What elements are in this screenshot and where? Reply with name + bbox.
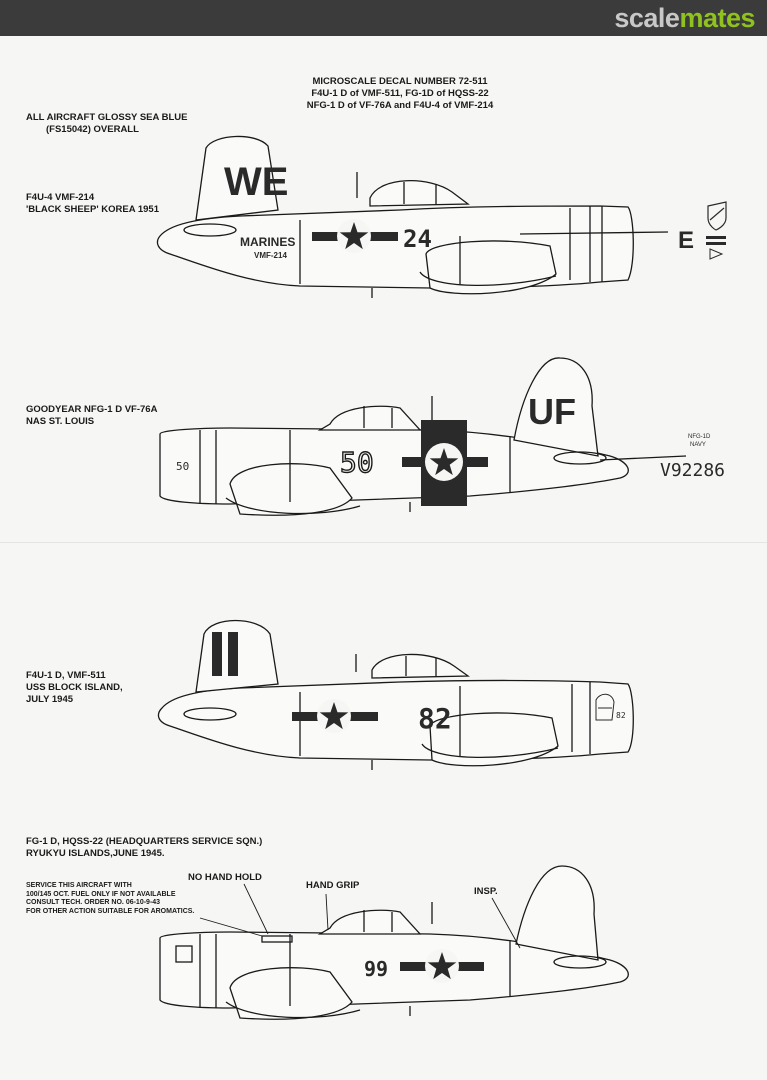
decal-instruction-sheet: MICROSCALE DECAL NUMBER 72-511 F4U-1 D o… [0, 36, 767, 1080]
aircraft1-wing-letter: E [678, 227, 694, 254]
aircraft1-title-line-1: F4U-4 VMF-214 [26, 192, 95, 203]
aircraft3-title-line-1: F4U-1 D, VMF-511 [26, 670, 106, 681]
stencil-line-2: 100/145 OCT. FUEL ONLY IF NOT AVAILABLE [26, 890, 176, 898]
aircraft2-cowl-number: 50 [176, 460, 189, 473]
logo-part-2: mates [679, 3, 755, 33]
general-line-1: ALL AIRCRAFT GLOSSY SEA BLUE [26, 112, 188, 123]
sheet-title: MICROSCALE DECAL NUMBER 72-511 F4U-1 D o… [220, 76, 580, 112]
general-line-2: (FS15042) OVERALL [46, 124, 139, 135]
site-header-bar: scalemates [0, 0, 767, 36]
aircraft2-type-label: NFG-1D [688, 434, 711, 440]
aircraft1-national-insignia [312, 219, 398, 253]
callout-no-hand-hold: NO HAND HOLD [188, 872, 262, 883]
aircraft3-national-insignia [292, 699, 378, 733]
logo-part-1: scale [614, 3, 680, 33]
callout-insp: INSP. [474, 886, 498, 897]
aircraft3-tail-bars [212, 632, 238, 676]
aircraft4-callout-lines [199, 883, 521, 949]
fold-line [0, 542, 767, 543]
callout-hand-grip: HAND GRIP [306, 880, 360, 891]
aircraft2-serial: V92286 [660, 460, 725, 481]
aircraft3-title-line-3: JULY 1945 [26, 694, 74, 705]
aircraft3-title-line-2: USS BLOCK ISLAND, [26, 682, 123, 693]
header-line-2: F4U-1 D of VMF-511, FG-1D of HQSS-22 [311, 88, 489, 99]
aircraft1-title: F4U-4 VMF-214 'BLACK SHEEP' KOREA 1951 [26, 192, 159, 216]
aircraft3-cowl-number: 82 [616, 711, 626, 720]
aircraft2-title-line-2: NAS ST. LOUIS [26, 416, 95, 427]
aircraft4-national-insignia [400, 949, 484, 983]
aircraft2-side-number: 50 [340, 446, 374, 479]
header-line-1: MICROSCALE DECAL NUMBER 72-511 [312, 76, 488, 87]
stencil-line-4: FOR OTHER ACTION SUITABLE FOR AROMATICS. [26, 907, 195, 915]
aircraft4-title-line-2: RYUKYU ISLANDS,JUNE 1945. [26, 848, 165, 859]
aircraft4-title-line-1: FG-1 D, HQSS-22 (HEADQUARTERS SERVICE SQ… [26, 836, 263, 847]
aircraft1-profile [156, 135, 669, 298]
aircraft3-profile [157, 619, 634, 770]
aircraft3-title: F4U-1 D, VMF-511 USS BLOCK ISLAND, JULY … [26, 670, 123, 706]
fuel-stencil-text: SERVICE THIS AIRCRAFT WITH 100/145 OCT. … [26, 882, 194, 916]
stencil-line-3: CONSULT TECH. ORDER NO. 06-10-9-43 [26, 899, 161, 906]
aircraft2-title: GOODYEAR NFG-1 D VF-76A NAS ST. LOUIS [26, 404, 157, 428]
aircraft1-side-number: 24 [403, 225, 432, 253]
aircraft1-title-line-2: 'BLACK SHEEP' KOREA 1951 [26, 204, 159, 215]
aircraft1-marines-label: MARINES [240, 235, 295, 249]
header-line-3: NFG-1 D of VF-76A and F4U-4 of VMF-214 [306, 100, 494, 111]
aircraft3-side-number: 82 [418, 702, 452, 735]
stencil-line-1: SERVICE THIS AIRCRAFT WITH [26, 882, 132, 889]
aircraft4-side-number: 99 [364, 957, 388, 981]
scalemates-logo[interactable]: scalemates [614, 3, 755, 33]
aircraft1-tail-code: WE [224, 160, 288, 204]
aircraft2-national-insignia [402, 420, 488, 506]
general-color-note: ALL AIRCRAFT GLOSSY SEA BLUE (FS15042) O… [26, 112, 188, 136]
aircraft4-title: FG-1 D, HQSS-22 (HEADQUARTERS SERVICE SQ… [26, 836, 262, 860]
aircraft4-profile [159, 865, 629, 1020]
aircraft1-squadron-label: VMF-214 [254, 251, 287, 260]
aircraft2-navy-label: NAVY [690, 442, 706, 448]
aircraft1-wing-stripes [706, 236, 726, 260]
aircraft2-title-line-1: GOODYEAR NFG-1 D VF-76A [26, 404, 158, 415]
aircraft3-nose-art-icon [595, 693, 615, 721]
aircraft1-squadron-badge [707, 201, 727, 231]
aircraft2-tail-code: UF [528, 391, 576, 432]
aircraft2-profile [159, 357, 687, 516]
